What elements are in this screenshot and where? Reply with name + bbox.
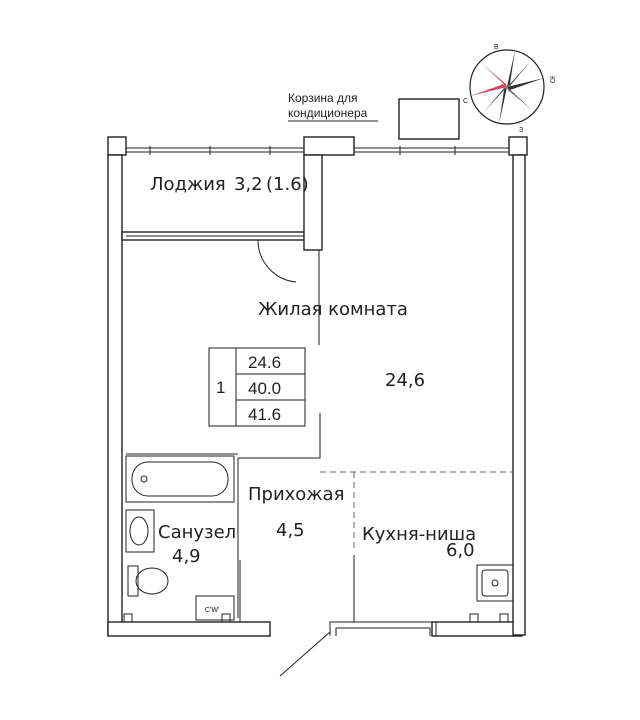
ac-basket — [398, 98, 460, 140]
ac-basket-label-line2: кондиционера — [288, 106, 368, 120]
compass-label-n: С — [463, 98, 468, 105]
entrance-recess — [329, 621, 437, 636]
compass-label-s: Ю — [548, 76, 555, 83]
living-area-value: 24.6 — [248, 353, 281, 372]
compass-label-w: З — [519, 127, 523, 134]
hallway-name: Прихожая — [248, 484, 344, 505]
compass-label-e: В — [494, 44, 499, 51]
ac-basket-label-line1: Корзина для — [288, 91, 358, 105]
living-room-name: Жилая комната — [258, 299, 408, 320]
bathroom-area: 4,9 — [172, 546, 201, 567]
rooms-count: 1 — [216, 378, 225, 397]
entrance-door-swing — [279, 631, 331, 677]
loggia-area: 3,2 — [234, 174, 263, 195]
total-with-balcony-value: 41.6 — [248, 405, 281, 424]
compass-rose-icon — [470, 50, 544, 124]
bathroom-fixtures: C'W' — [123, 455, 235, 623]
sink-icon — [125, 509, 155, 553]
hallway-area: 4,5 — [276, 520, 305, 541]
compass: В Ю З С — [463, 44, 555, 134]
loggia-area-reduced: (1.6) — [266, 174, 309, 195]
toilet-icon — [127, 565, 169, 597]
kitchen-name: Кухня-ниша — [362, 524, 476, 545]
washing-machine-icon — [195, 595, 235, 621]
summary-table: 1 24.6 40.0 41.6 — [208, 347, 306, 427]
balcony-door-swing — [257, 239, 300, 283]
loggia-name: Лоджия — [150, 174, 226, 195]
loggia-partition — [121, 154, 323, 283]
windows — [126, 146, 509, 155]
bathtub-icon — [125, 455, 235, 503]
kitchen-sink-icon — [469, 564, 514, 623]
interior-partitions — [126, 250, 513, 622]
kitchen-area: 6,0 — [446, 540, 475, 561]
bathroom-name: Санузел — [158, 522, 236, 543]
outer-walls — [107, 136, 528, 637]
living-room-area: 24,6 — [385, 370, 425, 391]
total-area-value: 40.0 — [248, 379, 281, 398]
cw-label: C'W' — [205, 607, 219, 614]
